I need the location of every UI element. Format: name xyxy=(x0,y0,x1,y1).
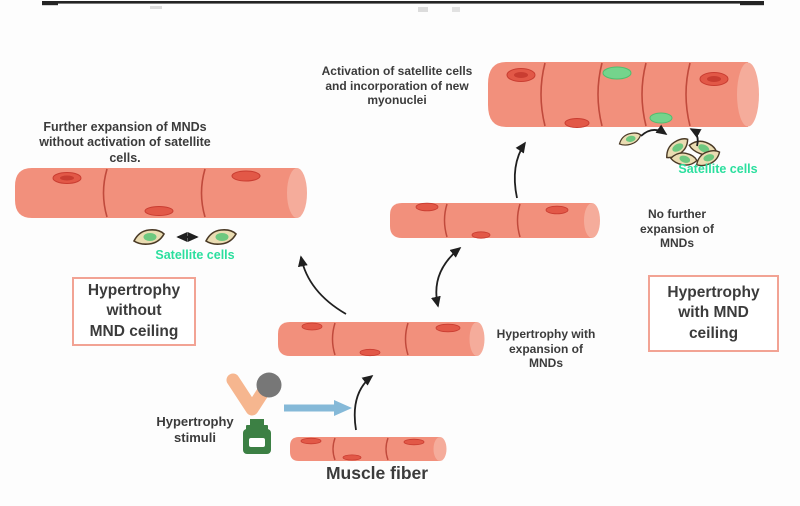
curved-arrow-icon xyxy=(689,128,702,147)
label-muscle-fiber: Muscle fiber xyxy=(325,463,429,483)
bicep-curl-arm-icon xyxy=(226,373,272,416)
label-further-expansion: Further expansion of MNDs without activa… xyxy=(39,120,211,165)
label-satellite-cells-right: Satellite cells xyxy=(678,162,758,176)
label-hypertrophy-stimuli: Hypertrophy stimuli xyxy=(156,414,234,445)
double-arrow-icon xyxy=(431,246,462,308)
muscle-fiber-icon xyxy=(278,322,485,357)
satellite-cell-icon xyxy=(617,131,643,147)
label-satellite-cells-left: Satellite cells xyxy=(155,248,235,262)
stimulus-arrow-icon xyxy=(284,400,352,416)
curved-arrow-icon xyxy=(297,255,347,315)
curved-arrow-icon xyxy=(640,124,668,137)
muscle-fiber-icon xyxy=(290,437,447,461)
box-hypertrophy-with-ceiling: Hypertrophy with MND ceiling xyxy=(648,275,779,352)
muscle-fiber-icon xyxy=(15,168,307,218)
label-hypertrophy-expansion: Hypertrophy with expansion of MNDs xyxy=(496,327,596,371)
muscle-fiber-icon xyxy=(390,202,600,239)
weight-ball-icon xyxy=(256,372,282,398)
curved-arrow-icon xyxy=(513,141,526,199)
label-activation-satellite-cells: Activation of satellite cells and incorp… xyxy=(321,64,473,108)
box-hypertrophy-without-ceiling: Hypertrophy without MND ceiling xyxy=(72,277,196,346)
label-no-further-expansion: No further expansion of MNDs xyxy=(639,207,714,251)
cropped-text-remnant xyxy=(42,1,764,12)
curved-arrow-icon xyxy=(353,374,374,431)
supplement-bottle-icon xyxy=(243,419,271,454)
muscle-fiber-icon xyxy=(488,62,759,128)
